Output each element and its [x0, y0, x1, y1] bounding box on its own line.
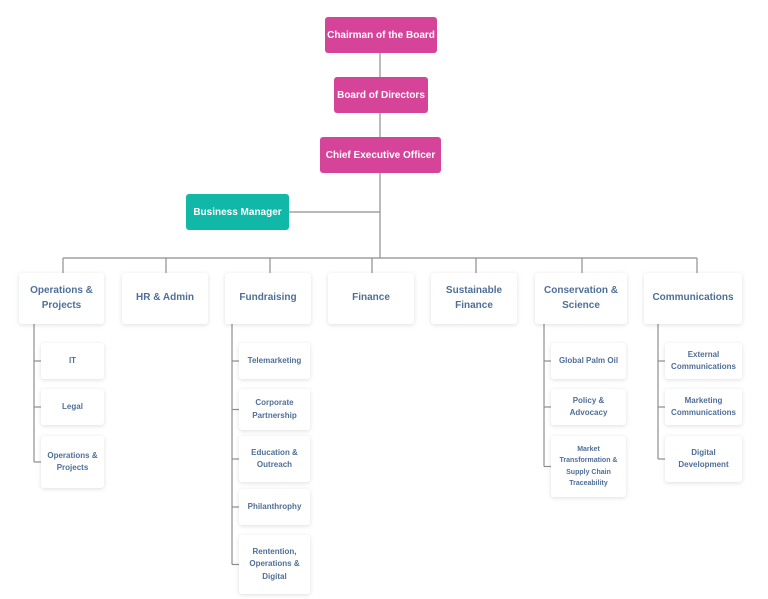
chairman-node[interactable]: Chairman of the Board — [325, 17, 437, 53]
team-policy-advocacy[interactable]: Policy & Advocacy — [551, 389, 626, 425]
team-marketing-communications[interactable]: Marketing Communications — [665, 389, 742, 425]
ceo-node[interactable]: Chief Executive Officer — [320, 137, 441, 173]
team-digital-development[interactable]: Digital Development — [665, 436, 742, 482]
department-fundraising[interactable]: Fundraising — [225, 273, 311, 324]
business-manager-node[interactable]: Business Manager — [186, 194, 289, 230]
team-operations-projects[interactable]: Operations & Projects — [41, 436, 104, 488]
department-communications[interactable]: Communications — [644, 273, 742, 324]
team-retention-operations-digital[interactable]: Rentention, Operations & Digital — [239, 535, 310, 594]
board-node[interactable]: Board of Directors — [334, 77, 428, 113]
team-it[interactable]: IT — [41, 343, 104, 379]
team-market-transformation[interactable]: Market Transformation & Supply Chain Tra… — [551, 436, 626, 497]
team-external-communications[interactable]: External Communications — [665, 343, 742, 379]
team-telemarketing[interactable]: Telemarketing — [239, 343, 310, 379]
department-finance[interactable]: Finance — [328, 273, 414, 324]
team-philanthrophy[interactable]: Philanthrophy — [239, 489, 310, 525]
department-conservation-science[interactable]: Conservation & Science — [535, 273, 627, 324]
department-sustainable-finance[interactable]: Sustainable Finance — [431, 273, 517, 324]
department-operations-projects[interactable]: Operations & Projects — [19, 273, 104, 324]
team-education-outreach[interactable]: Education & Outreach — [239, 436, 310, 482]
team-global-palm-oil[interactable]: Global Palm Oil — [551, 343, 626, 379]
team-corporate-partnership[interactable]: Corporate Partnership — [239, 389, 310, 430]
team-legal[interactable]: Legal — [41, 389, 104, 425]
department-hr-admin[interactable]: HR & Admin — [122, 273, 208, 324]
